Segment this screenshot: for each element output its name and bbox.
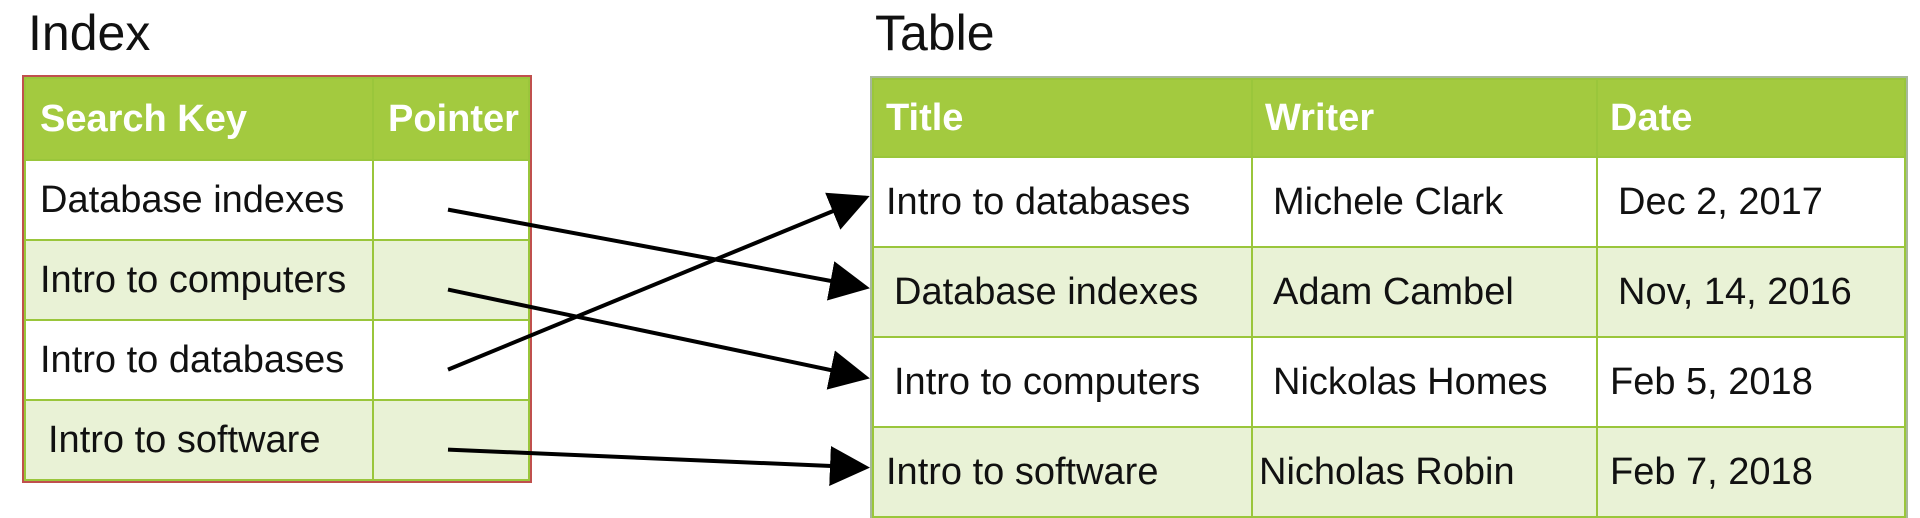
date-cell: Nov, 14, 2016 (1596, 246, 1906, 338)
index-table: Search Key Pointer Database indexes Intr… (22, 75, 532, 483)
date-cell: Dec 2, 2017 (1596, 156, 1906, 248)
table-header-writer: Writer (1251, 78, 1598, 158)
index-search-key-cell: Database indexes (24, 159, 374, 241)
writer-cell: Nickolas Homes (1251, 336, 1598, 428)
title-cell: Database indexes (872, 246, 1253, 338)
index-row: Intro to software (24, 399, 530, 481)
index-header-pointer: Pointer (372, 77, 530, 161)
index-search-key-cell: Intro to software (24, 399, 374, 481)
writer-cell: Nicholas Robin (1251, 426, 1598, 518)
table-header-title: Title (872, 78, 1253, 158)
title-cell: Intro to software (872, 426, 1253, 518)
title-cell: Intro to computers (872, 336, 1253, 428)
index-search-key-cell: Intro to databases (24, 319, 374, 401)
table-row: Intro to software Nicholas Robin Feb 7, … (872, 426, 1906, 518)
table-row: Database indexes Adam Cambel Nov, 14, 20… (872, 246, 1906, 338)
index-header-search-key: Search Key (24, 77, 374, 161)
table-header-row: Title Writer Date (872, 78, 1906, 158)
writer-cell: Michele Clark (1251, 156, 1598, 248)
index-row: Intro to computers (24, 239, 530, 321)
data-table: Title Writer Date Intro to databases Mic… (870, 76, 1908, 518)
index-pointer-cell (372, 399, 530, 481)
table-row: Intro to computers Nickolas Homes Feb 5,… (872, 336, 1906, 428)
index-heading: Index (28, 5, 151, 61)
table-heading: Table (875, 5, 995, 61)
table-row: Intro to databases Michele Clark Dec 2, … (872, 156, 1906, 248)
index-row: Database indexes (24, 159, 530, 241)
table-header-date: Date (1596, 78, 1906, 158)
date-cell: Feb 5, 2018 (1596, 336, 1906, 428)
index-header-row: Search Key Pointer (24, 77, 530, 161)
index-search-key-cell: Intro to computers (24, 239, 374, 321)
index-pointer-cell (372, 319, 530, 401)
index-pointer-cell (372, 239, 530, 321)
title-cell: Intro to databases (872, 156, 1253, 248)
index-pointer-cell (372, 159, 530, 241)
index-row: Intro to databases (24, 319, 530, 401)
date-cell: Feb 7, 2018 (1596, 426, 1906, 518)
writer-cell: Adam Cambel (1251, 246, 1598, 338)
